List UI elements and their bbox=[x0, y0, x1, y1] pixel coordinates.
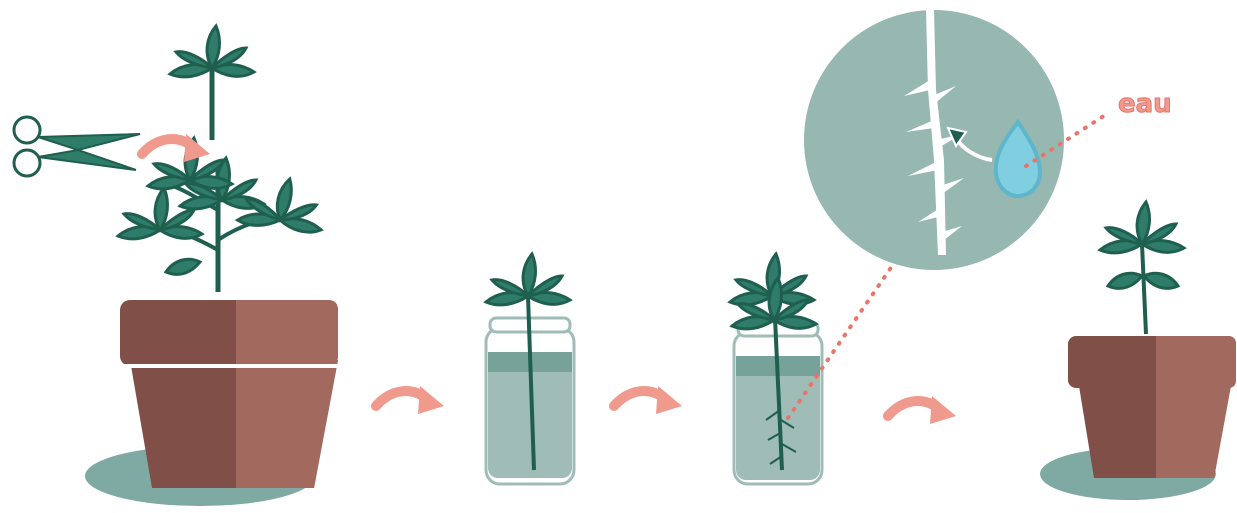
step-2-jar bbox=[486, 254, 574, 484]
magnifier-circle bbox=[804, 10, 1064, 270]
scissors-icon bbox=[14, 117, 140, 176]
curved-arrow-icon bbox=[614, 386, 682, 414]
curved-arrow-icon bbox=[888, 396, 956, 424]
step-4-replanted bbox=[1040, 202, 1236, 500]
cutting-leaves bbox=[170, 26, 254, 77]
water-label: eau bbox=[1118, 89, 1172, 119]
step-1-mother-plant bbox=[14, 26, 338, 506]
curved-arrow-icon bbox=[376, 386, 444, 414]
cut-arrow-icon bbox=[142, 134, 210, 162]
